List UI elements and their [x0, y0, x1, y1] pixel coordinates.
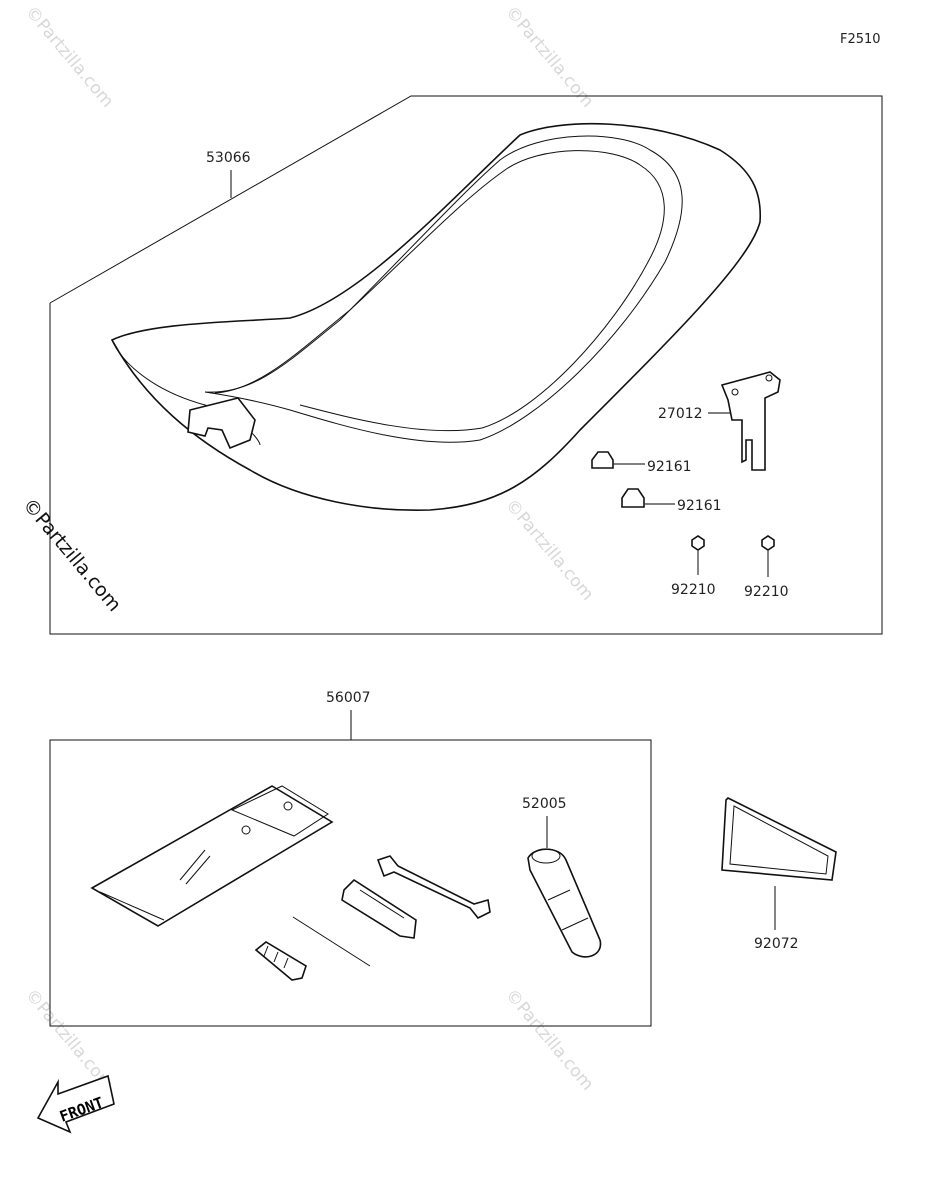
diagram-code: F2510 — [840, 32, 881, 47]
plug-wrench-label: 52005 — [522, 796, 567, 812]
screwdriver-handle — [254, 941, 307, 981]
damper-2-icon[interactable] — [621, 488, 645, 508]
damper-2-shape — [621, 488, 645, 508]
watermark-dark: ©Partzilla.com — [18, 494, 125, 616]
damper-1-label: 92161 — [647, 459, 692, 475]
hook-plate — [720, 371, 781, 471]
plug-wrench-band-1 — [547, 889, 571, 901]
seat-piping — [204, 135, 683, 443]
tool-bag-snap-2 — [283, 801, 293, 811]
screwdriver-shaft — [292, 916, 371, 967]
tool-bag-flap — [230, 785, 329, 837]
tool-bag-body — [90, 785, 334, 927]
tool-bag-mark-1 — [179, 849, 206, 881]
nut-1-icon[interactable] — [691, 535, 705, 551]
hook-hole-2 — [765, 374, 773, 382]
nut-2-shape — [761, 535, 775, 551]
seat-outline — [110, 122, 762, 512]
tool-kit-group-label: 56007 — [326, 690, 371, 706]
plug-wrench-body — [527, 848, 602, 958]
hook-hole-1 — [731, 388, 739, 396]
seat-group-label: 53066 — [206, 150, 251, 166]
box-wrench-icon[interactable] — [341, 878, 417, 939]
nut-2-label: 92210 — [744, 584, 789, 600]
screwdriver-icon[interactable] — [254, 916, 371, 981]
plug-wrench-band-2 — [561, 917, 589, 931]
tool-bag-snap-1 — [241, 825, 251, 835]
seat-icon[interactable] — [110, 122, 762, 512]
hook-icon[interactable] — [720, 371, 781, 471]
tool-kit-cover[interactable]: 92072 — [721, 797, 837, 952]
front-arrow: FRONT — [36, 1074, 115, 1134]
damper-2-label: 92161 — [677, 498, 722, 514]
box-wrench-body — [341, 878, 417, 939]
watermark-5: ©Partzilla.com — [501, 985, 597, 1094]
tool-kit-cover-inner — [729, 805, 829, 875]
screwdriver-grip-3 — [283, 957, 289, 969]
watermark-2: ©Partzilla.com — [501, 2, 597, 111]
nut-2-icon[interactable] — [761, 535, 775, 551]
screwdriver-grip-1 — [263, 945, 269, 957]
seat-bracket — [187, 397, 256, 450]
tool-bag-mark-2 — [185, 855, 211, 885]
seat-underside — [111, 339, 261, 446]
wrench-icon[interactable] — [376, 855, 491, 920]
box-wrench-line — [359, 889, 405, 919]
watermark-1: ©Partzilla.com — [21, 2, 117, 111]
screwdriver-grip-2 — [273, 951, 279, 963]
seat-group[interactable]: 53066 27012 92161 92161 — [49, 95, 883, 635]
nut-1-shape — [691, 535, 705, 551]
front-arrow-icon — [36, 1074, 115, 1134]
tool-kit-group[interactable]: 56007 52005 — [49, 690, 652, 1027]
tool-bag-fold — [99, 891, 165, 921]
damper-1-icon[interactable] — [591, 451, 614, 469]
tool-bag-icon[interactable] — [90, 785, 334, 927]
watermark-3: ©Partzilla.com — [501, 495, 597, 604]
hook-label: 27012 — [658, 406, 703, 422]
wrench-body — [376, 855, 491, 920]
tool-kit-frame — [49, 739, 652, 1027]
seat-piping-inner — [214, 150, 665, 432]
seat-group-frame — [49, 95, 883, 635]
nut-1-label: 92210 — [671, 582, 716, 598]
tool-kit-cover-icon[interactable] — [721, 797, 837, 881]
plug-wrench-icon[interactable] — [527, 848, 602, 958]
tool-kit-cover-label: 92072 — [754, 936, 799, 952]
damper-1-shape — [591, 451, 614, 469]
plug-wrench-socket — [531, 848, 561, 864]
